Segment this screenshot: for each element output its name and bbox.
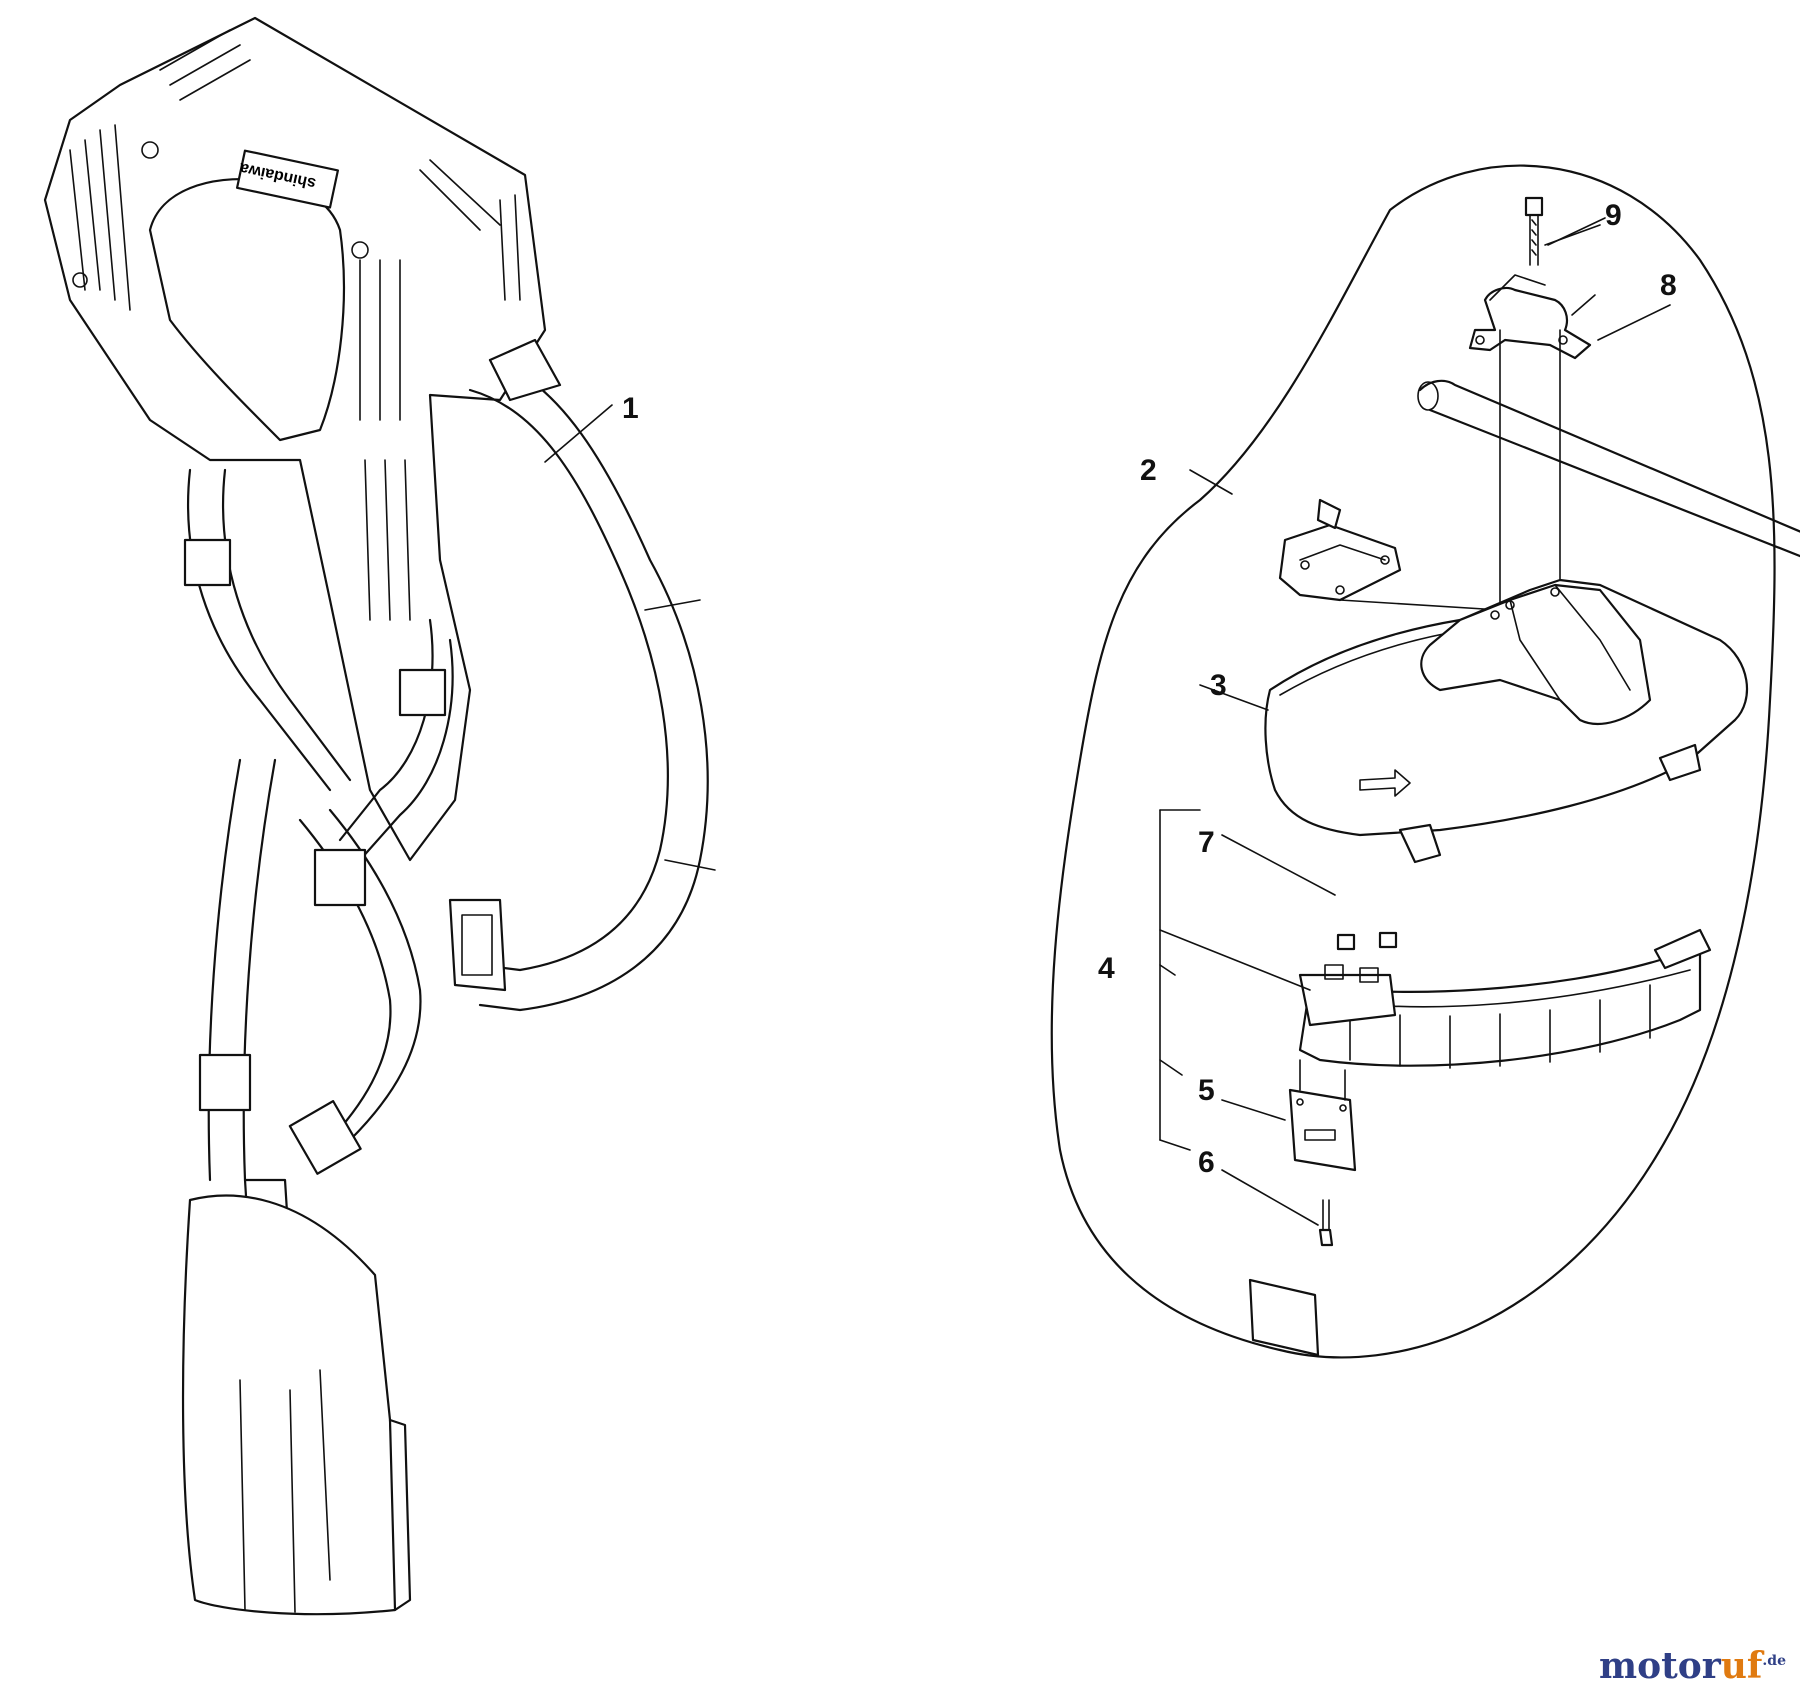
callout-3: 3 — [1210, 669, 1227, 702]
callout-5: 5 — [1198, 1074, 1215, 1107]
callout-2: 2 — [1140, 454, 1157, 487]
callout-7: 7 — [1198, 826, 1215, 859]
callout-6: 6 — [1198, 1146, 1215, 1179]
watermark-tld: .de — [1762, 1653, 1786, 1669]
guard-drawing — [1050, 164, 1800, 1359]
callout-8: 8 — [1660, 269, 1677, 302]
callout-1: 1 — [622, 392, 639, 425]
watermark-main: motor — [1599, 1645, 1721, 1687]
watermark-accent: uf — [1720, 1645, 1763, 1687]
callout-4: 4 — [1098, 952, 1115, 985]
callout-9: 9 — [1605, 199, 1622, 232]
watermark-logo: motoruf.de — [1599, 1645, 1786, 1687]
harness-drawing: shindaiwa — [43, 16, 716, 1616]
